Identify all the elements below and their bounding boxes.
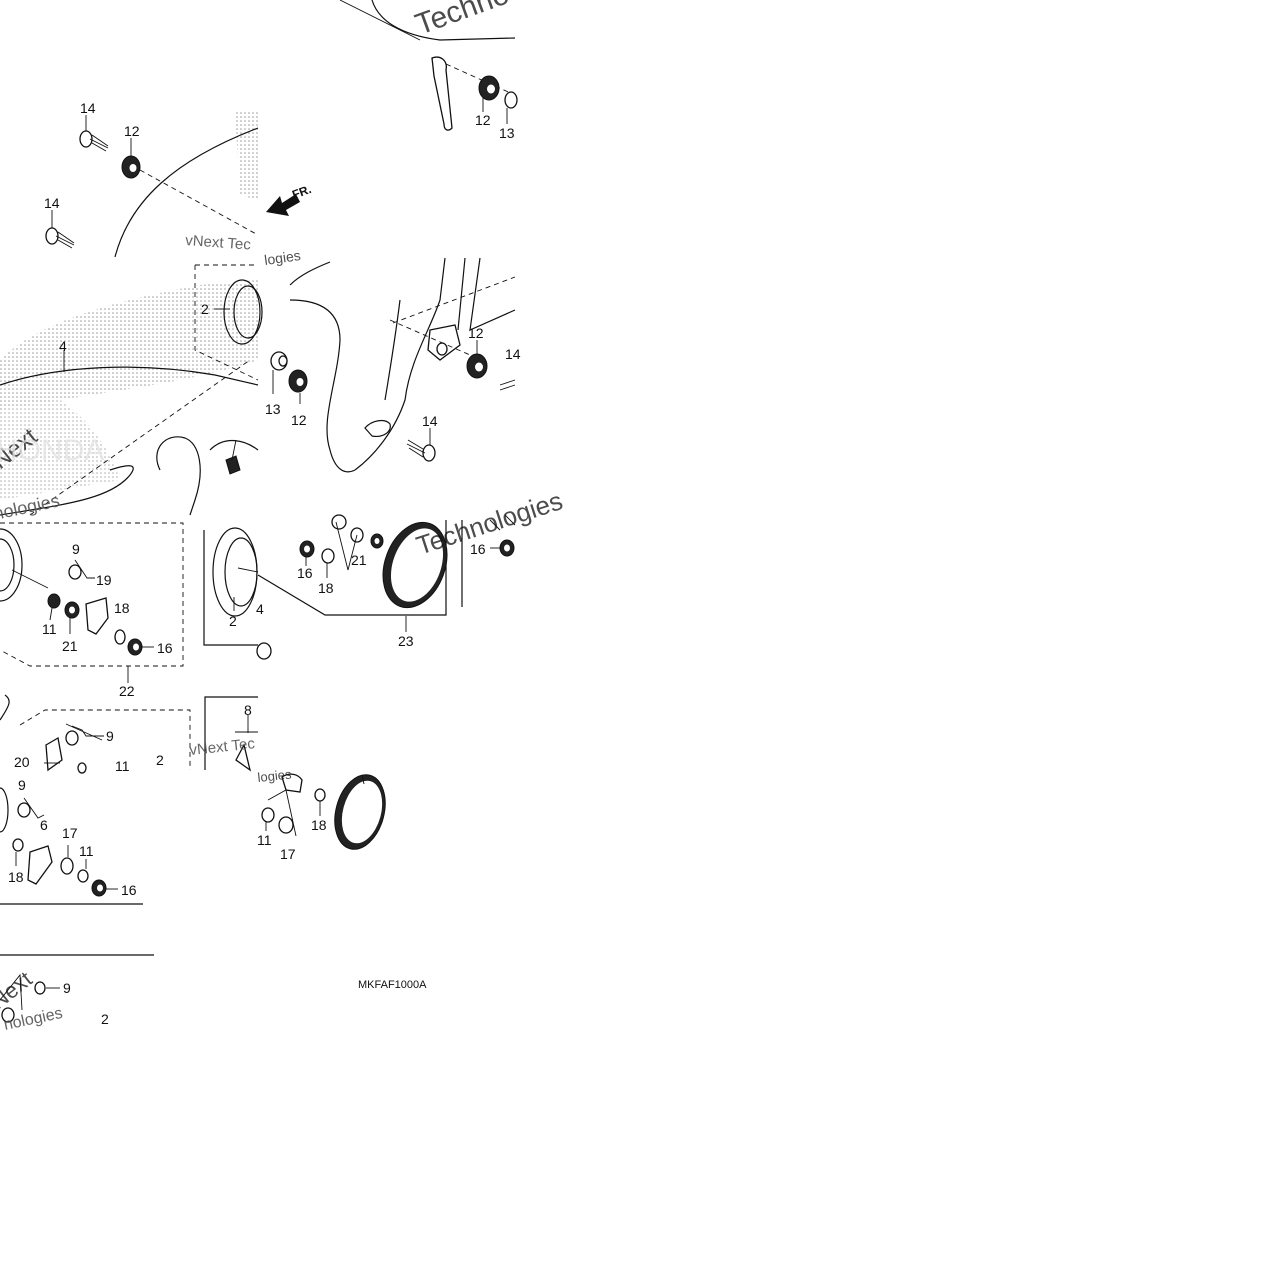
- grommet-12: [121, 155, 141, 179]
- callout-23: 23: [398, 633, 414, 649]
- watermark-techno: Techno: [411, 0, 513, 42]
- panel-mid-left: [0, 264, 263, 516]
- callout-14-b: 14: [44, 195, 60, 211]
- callout-9-a: 9: [72, 541, 80, 557]
- callout-18-a: 18: [114, 600, 130, 616]
- callout-2-d: 2: [101, 1011, 109, 1027]
- callout-12-a: 12: [124, 123, 140, 139]
- watermark-logies-2: logies: [257, 766, 293, 785]
- panel-bracket-20: [0, 694, 191, 774]
- callout-19: 19: [96, 572, 112, 588]
- callout-16-a: 16: [157, 640, 173, 656]
- callout-18-d: 18: [311, 817, 327, 833]
- callout-17-a: 17: [62, 825, 78, 841]
- callout-6: 6: [40, 817, 48, 833]
- panel-reflector-17: [261, 773, 386, 850]
- reflector-round: [382, 521, 448, 609]
- callout-11-d: 11: [257, 832, 272, 848]
- front-direction-label: FR.: [290, 182, 313, 202]
- callout-18-c: 18: [8, 869, 24, 885]
- callout-16-b: 16: [297, 565, 313, 581]
- panel-top-right: [266, 0, 518, 216]
- callout-2-b: 2: [229, 613, 237, 629]
- watermark-next-2: Next: [0, 966, 37, 1014]
- stipple-shading: [0, 110, 258, 500]
- panel-assembly-22: [0, 522, 184, 683]
- callout-14-c: 14: [505, 346, 521, 362]
- callout-12-b: 12: [475, 112, 491, 128]
- panel-assembly-23: [257, 514, 516, 632]
- callout-4-a: 4: [59, 338, 67, 354]
- callout-16-d: 16: [121, 882, 137, 898]
- callouts: 14 12 14 12 13 2 4 13 12 12 14 14 9 19 1…: [8, 100, 521, 1027]
- callout-9-d: 9: [63, 980, 71, 996]
- panel-bottom-left: [0, 954, 154, 1023]
- panel-bracket-6: [0, 787, 143, 905]
- callout-17-b: 17: [280, 846, 296, 862]
- callout-22: 22: [119, 683, 135, 699]
- watermark-vnext-1: vNext Tec: [185, 232, 252, 254]
- callout-9-b: 9: [106, 728, 114, 744]
- callout-16-c: 16: [470, 541, 486, 557]
- callout-13-a: 13: [499, 125, 515, 141]
- panel-item-8: [204, 696, 258, 772]
- callout-13-b: 13: [265, 401, 281, 417]
- callout-20: 20: [14, 754, 30, 770]
- bolt-14-lower: [45, 227, 75, 249]
- diagram-code: MKFAF1000A: [358, 979, 427, 991]
- watermark-honda: HONDA: [0, 434, 104, 467]
- callout-11-b: 11: [115, 758, 130, 774]
- panel-top-left: [45, 115, 259, 258]
- callout-18-b: 18: [318, 580, 334, 596]
- front-direction-arrow: [266, 194, 300, 216]
- callout-11-c: 11: [79, 843, 94, 859]
- callout-21-b: 21: [351, 552, 367, 568]
- callout-2-c: 2: [156, 752, 164, 768]
- callout-9-c: 9: [18, 777, 26, 793]
- watermark-vnext-2: vNext Tec: [189, 735, 256, 759]
- callout-12-c: 12: [291, 412, 307, 428]
- callout-14-a: 14: [80, 100, 96, 116]
- callout-11-a: 11: [42, 621, 57, 637]
- bolt-14-upper: [79, 130, 109, 152]
- callout-8: 8: [244, 702, 252, 718]
- callout-12-d: 12: [468, 325, 484, 341]
- panel-mount-2-4: [203, 527, 272, 660]
- callout-21-a: 21: [62, 638, 78, 654]
- watermark-technologies: Technologies: [413, 485, 567, 560]
- watermark-logies: logies: [263, 247, 301, 268]
- panel-mid-right: [270, 257, 516, 473]
- callout-2-a: 2: [201, 301, 209, 317]
- callout-14-d: 14: [422, 413, 438, 429]
- callout-4-b: 4: [256, 601, 264, 617]
